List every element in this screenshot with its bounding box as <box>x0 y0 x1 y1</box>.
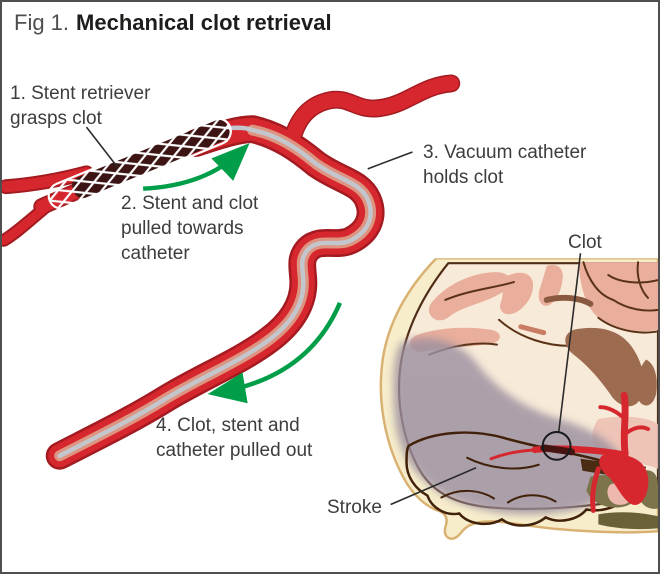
brain-inset <box>379 258 658 540</box>
cerebellum-fold <box>466 456 540 470</box>
sulcus-line <box>518 324 547 336</box>
clot-label: Clot <box>568 232 602 253</box>
skull-base-olive <box>598 512 658 530</box>
stroke-label: Stroke <box>327 497 382 518</box>
sulcus-line <box>607 274 658 284</box>
arrow-towards-catheter <box>143 143 250 191</box>
step4-label: 4. Clot, stent and catheter pulled out <box>156 415 313 461</box>
stent-retriever <box>47 117 232 210</box>
sulcus-line <box>543 294 594 307</box>
guide-wire <box>57 125 373 459</box>
cerebellum-fold <box>440 489 495 500</box>
sulcus-line <box>444 281 515 301</box>
step3-label: 3. Vacuum catheter holds clot <box>423 142 587 188</box>
arrow-pull-out <box>207 302 342 404</box>
step1-label: 1. Stent retriever grasps clot <box>10 83 151 129</box>
clot-highlight-circle <box>541 430 572 461</box>
pointer-lines <box>85 126 582 506</box>
artery-branch <box>590 466 601 513</box>
artery <box>620 391 629 458</box>
artery-branch <box>598 405 628 422</box>
clot-in-artery <box>540 444 576 456</box>
ventricle <box>636 359 657 406</box>
ventricle <box>565 327 644 407</box>
step3-pointer-line <box>367 151 413 170</box>
cerebral-arteries <box>489 391 651 513</box>
artery-vessel <box>2 74 461 470</box>
figure-label: Fig 1. <box>14 10 70 35</box>
vessel-branch <box>282 75 459 157</box>
figure-title-text: Mechanical clot retrieval <box>76 10 332 35</box>
direction-arrows <box>143 143 342 404</box>
sulcus-line <box>636 261 650 299</box>
stent-mesh <box>48 118 231 209</box>
artery-branch <box>489 448 537 461</box>
stroke-pointer-line <box>390 467 477 506</box>
clot-pointer-line <box>557 253 582 434</box>
stroke-region <box>393 337 624 515</box>
step2-label: 2. Stent and clot pulled towards cathete… <box>121 193 259 264</box>
step1-pointer-line <box>85 126 118 168</box>
figure-title: Fig 1.Mechanical clot retrieval <box>14 10 332 36</box>
sulcus-line <box>582 261 615 301</box>
sulcus-line <box>612 298 658 312</box>
artery-mass <box>599 454 649 505</box>
stent-mesh-outline <box>47 117 232 210</box>
gyrus <box>428 272 511 321</box>
ventricles <box>565 327 657 407</box>
sulcus-line <box>597 316 658 334</box>
artery-branch <box>623 425 651 436</box>
cerebellum-fold <box>506 494 557 504</box>
